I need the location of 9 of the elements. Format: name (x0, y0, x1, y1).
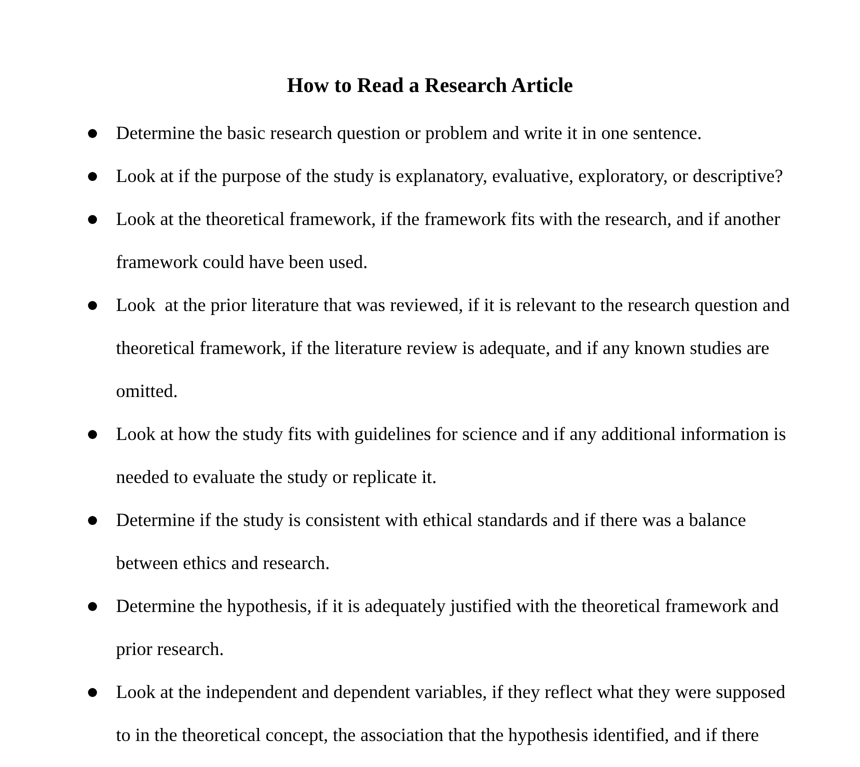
bullet-text: Look at the prior literature that was reviewed, if it is relevant to the research question and theoretical framework, if the literature review is adequate, and if any known studies are omitted. (116, 294, 791, 404)
bullet-text: Determine if the study is consistent with ethical standards and if there was a balance between ethics and research. (116, 509, 747, 576)
bullet-text: Determine the hypothesis, if it is adequately justified with the theoretical framework and prior research. (116, 595, 780, 662)
bullet-text: Look at the independent and dependent variables, if they reflect what they were supposed to in the theoretical concept, the association that the hypothesis identified, and if there (116, 681, 786, 748)
bullet-text: Look at if the purpose of the study is explanatory, evaluative, exploratory, or descriptive? (116, 165, 784, 189)
bullet-text: Determine the basic research question or problem and write it in one sentence. (116, 122, 703, 146)
title: How to Read a Research Article (286, 72, 574, 99)
bullet-text: Look at the theoretical framework, if the framework fits with the research, and if another framework could have been used. (116, 208, 782, 275)
bullet-text: Look at how the study fits with guidelines for science and if any additional information is needed to evaluate the study or replicate it. (116, 423, 788, 490)
